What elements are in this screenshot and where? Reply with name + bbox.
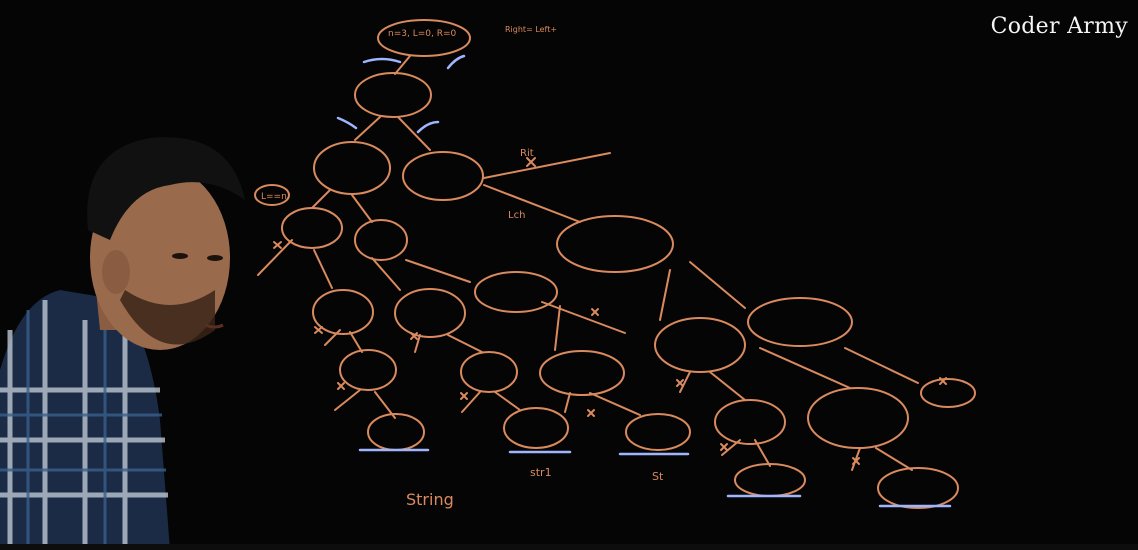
- string-label-1: String: [406, 490, 454, 509]
- right-note-label: Right= Left+: [505, 25, 557, 34]
- channel-watermark: Coder Army: [990, 14, 1128, 39]
- bottom-edge: [0, 544, 1138, 550]
- underline-marks: [336, 54, 952, 508]
- string-label-3: St: [652, 470, 664, 483]
- recursion-tree: [254, 19, 976, 509]
- presenter: [0, 137, 245, 550]
- l-eq-n-label: L==n: [261, 192, 287, 202]
- string-label-2: str1: [530, 466, 552, 479]
- right-label: Rit: [520, 148, 534, 159]
- root-node-label: n=3, L=0, R=0: [388, 29, 456, 39]
- lch-label: Lch: [508, 210, 525, 221]
